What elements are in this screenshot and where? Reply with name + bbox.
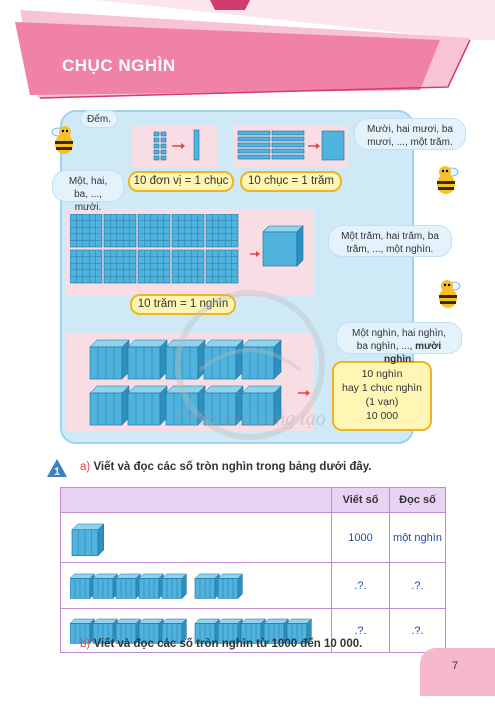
- table-header-row: Viết số Đọc số: [60, 487, 446, 513]
- bee-icon: [51, 126, 73, 154]
- row-picture: [60, 562, 332, 609]
- table-header-read: Đọc số: [389, 487, 446, 513]
- units-label: 10 đơn vị = 1 chục: [128, 171, 234, 192]
- table-row: 1000 một nghìn: [60, 512, 446, 563]
- speech-bubble-dem: Đếm.: [80, 110, 118, 128]
- ten-thousand-label: 10 nghìn hay 1 chục nghìn (1 vạn) 10 000: [332, 361, 432, 431]
- hundreds-label: 10 trăm = 1 nghìn: [130, 294, 236, 315]
- speech-bubble-mot-hai-ba: Một, hai, ba, ..., mười.: [52, 170, 124, 213]
- table-header-picture: [60, 487, 332, 513]
- exercise-a: a) Viết và đọc các số tròn nghìn trong b…: [80, 461, 372, 473]
- row-write-value[interactable]: .?.: [331, 608, 390, 653]
- bubble-end: .: [411, 354, 414, 365]
- part-b-text: Viết và đọc các số tròn nghìn từ 1000 đế…: [93, 638, 363, 650]
- exercise-b: b) Viết và đọc các số tròn nghìn từ 1000…: [80, 638, 362, 650]
- speech-bubble-mot-nghin: Một nghìn, hai nghìn, ba nghìn, ..., mườ…: [336, 322, 462, 365]
- row-read-value[interactable]: .?.: [389, 608, 446, 653]
- part-a-text: Viết và đọc các số tròn nghìn trong bảng…: [93, 461, 372, 473]
- bubble-text-1: Một nghìn, hai nghìn,: [352, 328, 446, 339]
- ten-thousand-line-1: 10 nghìn: [361, 368, 403, 380]
- speech-bubble-muoi: Mười, hai mươi, ba mươi, ..., một trăm.: [354, 118, 466, 150]
- cube-group-10: [69, 617, 313, 644]
- speech-bubble-mot-tram: Một trăm, hai trăm, ba trăm, ..., một ng…: [328, 225, 452, 257]
- publisher-watermark: Chân trời sáng tạo: [174, 290, 326, 440]
- cube-group-7: [69, 572, 244, 599]
- page-title: CHỤC NGHÌN: [62, 56, 176, 75]
- hundreds-illustration: [70, 214, 304, 284]
- units-illustration: [153, 129, 200, 161]
- thousands-illustration: [89, 339, 310, 426]
- table-header-write: Viết số: [331, 487, 390, 513]
- numbers-table: Viết số Đọc số 1000 một nghìn .?. .?. .?…: [60, 487, 446, 653]
- ten-thousand-line-4: 10 000: [365, 410, 399, 422]
- tens-illustration: [237, 130, 345, 161]
- row-write-value[interactable]: .?.: [331, 562, 390, 609]
- row-picture: [60, 608, 332, 653]
- svg-text:Chân trời sáng tạo: Chân trời sáng tạo: [174, 408, 325, 430]
- cube-group-1: [71, 522, 105, 556]
- bubble-bold: mười nghìn: [384, 341, 442, 365]
- bubble-text-2: ba nghìn, ...,: [356, 341, 416, 352]
- ten-thousand-line-2: hay 1 chục nghìn: [342, 382, 422, 394]
- exercise-number: 1: [54, 466, 60, 478]
- row-picture: [60, 512, 332, 563]
- page-number: 7: [452, 660, 459, 672]
- row-write-value: 1000: [331, 512, 390, 563]
- part-b-letter: b): [80, 638, 91, 650]
- row-read-value: một nghìn: [389, 512, 446, 563]
- ten-thousand-line-3: (1 vạn): [365, 396, 399, 408]
- exercise-number-badge: 1: [47, 459, 67, 478]
- bee-icon: [439, 280, 461, 308]
- part-a-letter: a): [80, 461, 91, 473]
- table-row: .?. .?.: [60, 562, 446, 609]
- bee-icon: [437, 166, 459, 194]
- table-row: .?. .?.: [60, 608, 446, 653]
- row-read-value[interactable]: .?.: [389, 562, 446, 609]
- tens-label: 10 chục = 1 trăm: [240, 171, 342, 192]
- page-number-tab: [420, 648, 495, 696]
- header-banner: [0, 0, 495, 110]
